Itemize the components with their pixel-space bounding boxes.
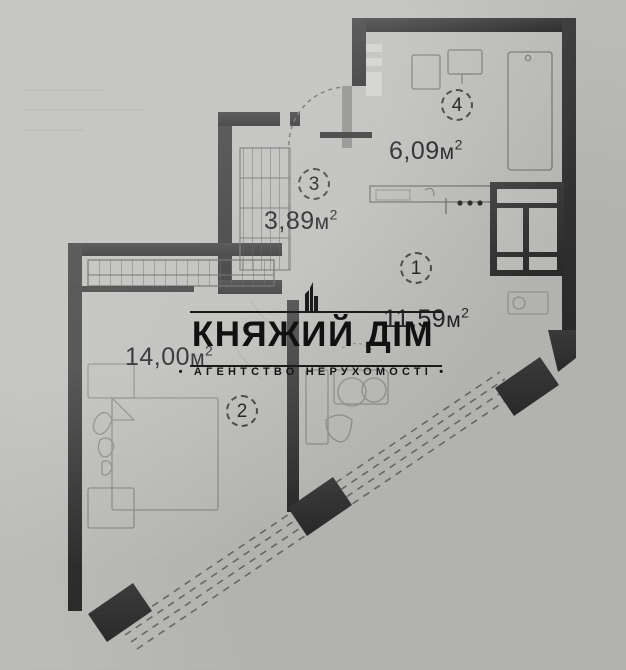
room-area-1: 11,59м2 — [383, 305, 469, 334]
room-area-2-exponent: 2 — [205, 342, 214, 359]
room-number-3: 3 — [298, 168, 330, 200]
entrance-door — [288, 86, 372, 148]
room-number-2: 2 — [226, 395, 258, 427]
bathroom-fixtures — [411, 49, 553, 171]
room-area-2-unit: м — [190, 347, 205, 370]
room-area-2: 14,00м2 — [125, 343, 213, 372]
room-area-1-exponent: 2 — [461, 304, 470, 321]
room-area-1-value: 11,59 — [383, 305, 447, 333]
room-area-3-unit: м — [314, 211, 330, 234]
shaft-faint-furniture — [507, 291, 549, 315]
bedroom-wardrobe — [87, 259, 275, 287]
ventilation-shaft — [490, 182, 564, 276]
room-area-2-value: 14,00 — [125, 343, 191, 371]
room-number-1: 1 — [400, 252, 432, 284]
room-area-1-unit: м — [446, 309, 462, 332]
wardrobe-hatching — [239, 147, 291, 271]
scan-artifacts — [24, 89, 295, 381]
hall-wardrobe — [70, 286, 194, 292]
room-area-3-exponent: 2 — [329, 206, 338, 223]
room-area-4-unit: м — [439, 141, 455, 164]
living-furniture — [305, 342, 389, 445]
room-area-4: 6,09м2 — [389, 137, 463, 166]
room-area-4-exponent: 2 — [454, 136, 463, 153]
door-openings — [366, 44, 382, 96]
room-area-3: 3,89м2 — [264, 207, 338, 236]
diagonal-window-wall — [88, 330, 576, 650]
room-area-3-value: 3,89 — [264, 207, 315, 235]
bedroom-furniture — [87, 363, 219, 529]
room-area-4-value: 6,09 — [389, 137, 440, 165]
room-number-4: 4 — [441, 89, 473, 121]
